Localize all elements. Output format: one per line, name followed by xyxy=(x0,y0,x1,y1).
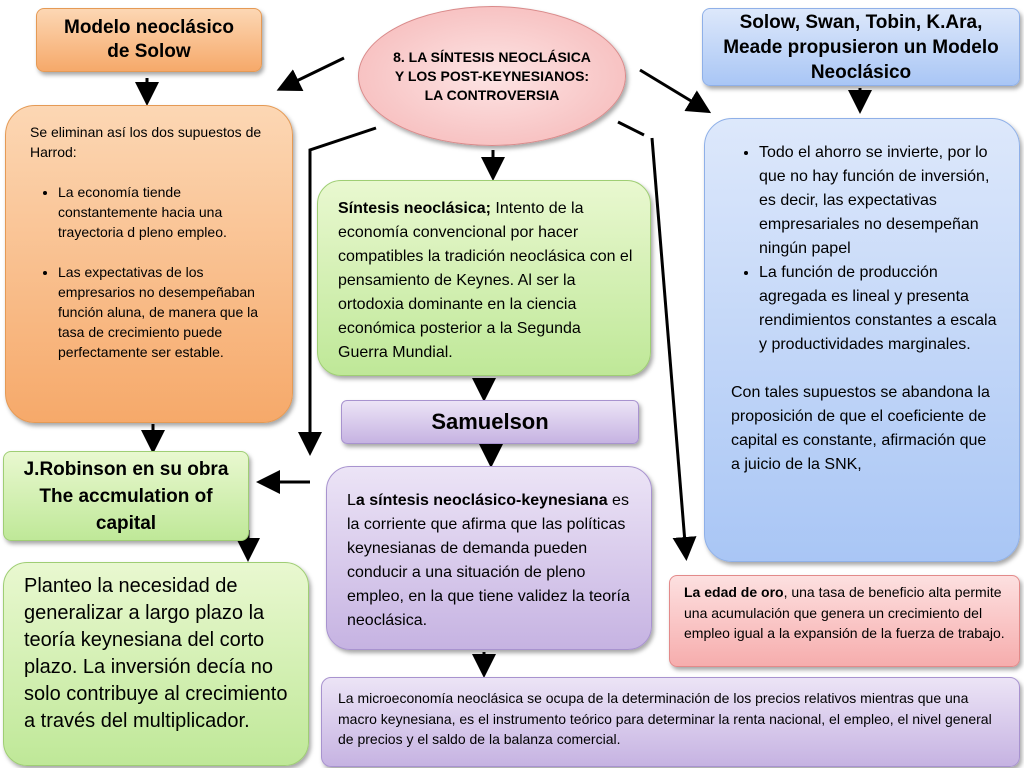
micro-macro-box: La microeconomía neoclásica se ocupa de … xyxy=(321,677,1020,767)
proponents-title: Solow, Swan, Tobin, K.Ara, Meade propusi… xyxy=(702,8,1020,86)
neokeynesian-lead: L xyxy=(347,492,356,509)
robinson-title-label: J.Robinson en su obra The accmulation of… xyxy=(23,458,229,534)
golden-age-text: , una tasa de beneficio alta permite una… xyxy=(684,584,1005,641)
robinson-title-box: J.Robinson en su obra The accmulation of… xyxy=(3,451,249,541)
neoclassical-keynesian-box: La síntesis neoclásico-keynesiana es la … xyxy=(326,466,652,650)
harrod-item-2: Las expectativas de los empresarios no d… xyxy=(58,262,270,362)
solow-model-label: Modelo neoclásico de Solow xyxy=(64,17,234,62)
solow-model-title: Modelo neoclásico de Solow xyxy=(36,8,262,72)
neokeynesian-term: a síntesis neoclásico-keynesiana xyxy=(355,492,608,509)
synthesis-term: Síntesis neoclásica; xyxy=(338,200,491,217)
model-assumptions-box: Todo el ahorro se invierte, por lo que n… xyxy=(704,118,1020,562)
harrod-list: La economía tiende constantemente hacia … xyxy=(30,182,270,362)
synthesis-text: Intento de la economía convencional por … xyxy=(338,200,633,361)
assumption-item-2: La función de producción agregada es lin… xyxy=(759,261,999,357)
assumption-item-1: Todo el ahorro se invierte, por lo que n… xyxy=(759,141,999,261)
harrod-intro: Se eliminan así los dos supuestos de Har… xyxy=(30,124,262,160)
assumptions-list: Todo el ahorro se invierte, por lo que n… xyxy=(731,141,999,357)
samuelson-box: Samuelson xyxy=(341,400,639,444)
central-topic: 8. LA SÍNTESIS NEOCLÁSICA Y LOS POST-KEY… xyxy=(358,6,626,146)
proponents-label: Solow, Swan, Tobin, K.Ara, Meade propusi… xyxy=(723,11,999,83)
central-topic-label: 8. LA SÍNTESIS NEOCLÁSICA Y LOS POST-KEY… xyxy=(393,48,591,103)
harrod-item-1: La economía tiende constantemente hacia … xyxy=(58,182,270,242)
samuelson-label: Samuelson xyxy=(431,409,549,434)
harrod-assumptions-box: Se eliminan así los dos supuestos de Har… xyxy=(5,105,293,423)
assumptions-conclusion: Con tales supuestos se abandona la propo… xyxy=(731,384,990,473)
robinson-text-box: Planteo la necesidad de generalizar a la… xyxy=(3,562,309,766)
neoclassical-synthesis-box: Síntesis neoclásica; Intento de la econo… xyxy=(317,180,651,376)
golden-age-box: La edad de oro, una tasa de beneficio al… xyxy=(669,575,1020,667)
neokeynesian-text: es la corriente que afirma que las polít… xyxy=(347,492,630,629)
golden-age-term: La edad de oro xyxy=(684,584,784,600)
robinson-text: Planteo la necesidad de generalizar a la… xyxy=(24,575,288,732)
micro-macro-text: La microeconomía neoclásica se ocupa de … xyxy=(338,690,992,747)
